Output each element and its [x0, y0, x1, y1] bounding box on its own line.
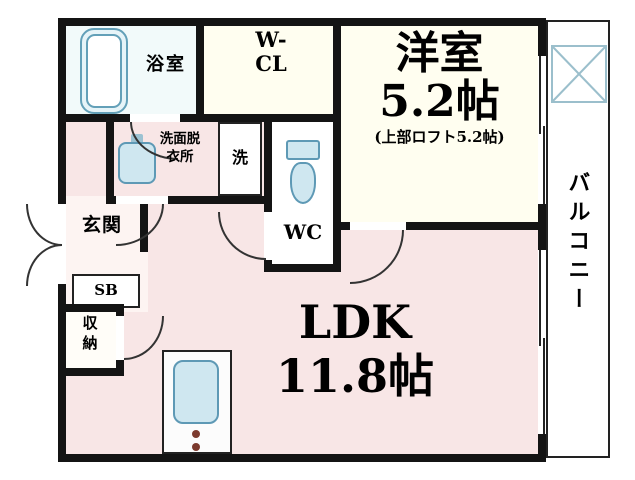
- service-space-hatch-icon: [551, 45, 607, 103]
- wall-outer-top: [58, 18, 546, 26]
- balcony: [546, 20, 610, 458]
- wcl-label: W-CL: [255, 27, 287, 77]
- wall-washroom-bottom: [106, 196, 272, 204]
- ldk-size: 11.8帖: [275, 348, 435, 403]
- western-room-floor: [333, 18, 546, 230]
- entrance-door-arc: [26, 244, 62, 286]
- window-pane: [543, 338, 545, 434]
- storage-door-opening: [116, 316, 124, 360]
- window-pane: [543, 126, 545, 204]
- washing-machine: [218, 122, 262, 196]
- western-balcony-window: [538, 56, 546, 204]
- wall-outer-bottom: [58, 454, 546, 462]
- toilet-tank-icon: [286, 140, 320, 160]
- western-room-loft: (上部ロフト5.2帖): [374, 127, 505, 146]
- wall-wc-left: [264, 114, 272, 272]
- wall-mid-horizontal: [58, 114, 341, 122]
- ldk-label: LDK 11.8帖: [190, 296, 520, 404]
- ldk-name: LDK: [298, 295, 412, 349]
- window-pane: [539, 250, 541, 346]
- window-pane: [539, 56, 541, 134]
- toilet-bowl-icon: [290, 162, 316, 204]
- western-door-opening: [350, 222, 406, 230]
- wc-door-opening: [264, 212, 272, 260]
- wall-western-bottom: [333, 222, 546, 230]
- storage-label: 収納: [82, 314, 98, 352]
- kitchen-sink-icon: [173, 360, 219, 424]
- stove-knob-icon: [192, 443, 200, 451]
- wall-western-left: [333, 18, 341, 272]
- western-room-size: 5.2帖: [379, 75, 500, 127]
- storage-floor: [58, 304, 124, 376]
- wcl-floor: [196, 18, 341, 122]
- shoebox-label: SB: [94, 281, 118, 299]
- washroom-label: 洗面脱衣所: [159, 131, 201, 166]
- entrance-door-opening: [58, 204, 66, 284]
- stove-knob-icon: [192, 430, 200, 438]
- bathroom-label: 浴室: [146, 54, 186, 75]
- laundry-label: 洗: [231, 148, 248, 167]
- bathroom-door-opening: [130, 114, 180, 122]
- wall-storage-bottom: [58, 368, 124, 376]
- balcony-label: バルコニー: [564, 170, 591, 316]
- wall-bath-wcl: [196, 18, 204, 122]
- shoebox: [72, 274, 140, 308]
- entrance-label: 玄関: [81, 214, 122, 236]
- entrance-door-arc: [26, 204, 62, 246]
- wall-hall-washroom: [106, 114, 114, 204]
- washroom-door-opening: [116, 196, 168, 204]
- ldk-balcony-window: [538, 250, 546, 434]
- wall-storage-top: [58, 304, 124, 312]
- bathtub-icon: [80, 28, 128, 114]
- wc-label: WC: [283, 220, 323, 244]
- western-room-label: 洋室 5.2帖 (上部ロフト5.2帖): [341, 30, 538, 147]
- western-room-name: 洋室: [395, 28, 484, 79]
- wall-outer-right: [538, 18, 546, 462]
- wall-wc-bottom: [264, 264, 341, 272]
